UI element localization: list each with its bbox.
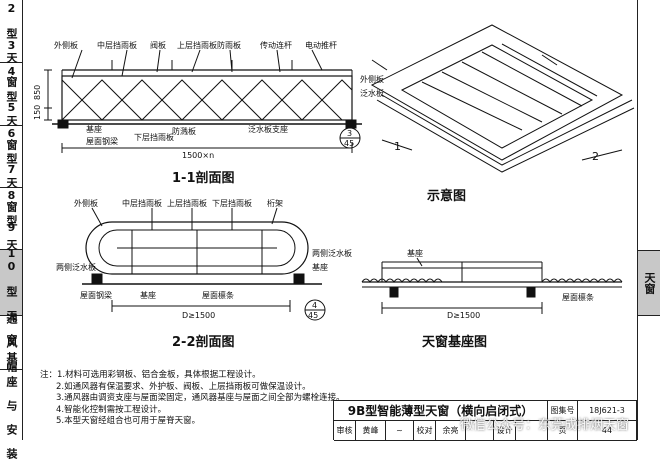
tab-label: 7 8 型 天 窗 xyxy=(5,163,18,274)
label-roof-beam: 屋面钢梁 xyxy=(86,136,118,146)
title-base-drawing: 天窗基座图 xyxy=(422,334,487,350)
review-signature: ~ xyxy=(386,421,414,441)
label-22-outer: 外侧板 xyxy=(74,198,98,208)
label-22-lower: 下层挡雨板 xyxy=(212,198,252,208)
schematic-isometric xyxy=(370,24,635,173)
label-22-side-flash: 两侧泛水板 xyxy=(56,262,96,272)
drawing-title: 9B型智能薄型天窗（横向启闭式） xyxy=(334,401,548,421)
callout-22-bottom: 45 xyxy=(308,311,318,320)
right-tab-strip: 天窗 xyxy=(637,0,660,440)
label-22-base-left: 基座 xyxy=(140,290,156,300)
callout-top-3: 3 xyxy=(347,129,352,138)
note-5: 5.本型天窗经组合也可用于屋脊天窗。 xyxy=(56,416,201,426)
label-motor-actuator: 电动推杆 xyxy=(305,40,337,50)
dim-150: 150 xyxy=(33,105,42,120)
section-1-1 xyxy=(44,49,362,153)
tab-label: 5 6 型 天 窗 xyxy=(5,101,18,212)
label-base: 基座 xyxy=(86,124,102,134)
note-2: 2.如通风器有保温要求、外护板、阀板、上层挡雨板可做保温设计。 xyxy=(56,381,311,392)
watermark-text: 微信公众号：东莞成排烟天窗 xyxy=(460,418,630,433)
label-base-roof-purlin: 屋面檩条 xyxy=(562,292,594,302)
design-notes: 注：1.材料可选用彩钢板、铝合金板，具体根据工程设计。 2.如通风器有保温要求、… xyxy=(40,370,345,428)
note-4: 4.智能化控制需按工程设计。 xyxy=(56,404,167,415)
label-splash-panel: 防溅板 xyxy=(172,126,196,136)
schematic-mark-2: 2 xyxy=(592,150,599,163)
tab-type-9-10[interactable]: 9 10 型 天 窗 xyxy=(0,221,22,345)
title-block: 9B型智能薄型天窗（横向启闭式） 图集号 18J621-3 审核 黄峰 ~ 校对… xyxy=(333,400,638,441)
tab-type-3-4[interactable]: 3 4 型 天 窗 xyxy=(0,39,22,150)
title-schematic: 示意图 xyxy=(427,188,466,204)
note-1: 注：1.材料可选用彩钢板、铝合金板，具体根据工程设计。 xyxy=(40,370,261,380)
label-22-mid: 中层挡雨板 xyxy=(122,198,162,208)
dim-base-span: D≥1500 xyxy=(447,311,480,320)
tab-type-7-8[interactable]: 7 8 型 天 窗 xyxy=(0,163,22,274)
tab-type-1-2[interactable]: 1 2 型 天 窗 xyxy=(0,0,22,87)
callout-bottom-45: 45 xyxy=(344,139,354,148)
label-22-upper: 上层挡雨板 xyxy=(167,198,207,208)
note-3: 3.通风器由调资支座与屋面梁固定，通风器基座与屋面之间全部为螺栓连接。 xyxy=(56,393,345,403)
review-name: 黄峰 xyxy=(356,421,386,441)
title-section-2-2: 2-2剖面图 xyxy=(172,334,235,350)
dim-22-span: D≥1500 xyxy=(182,311,215,320)
tab-label: 通 风 帽 xyxy=(5,313,18,372)
label-upper-baffle: 上层挡雨板 xyxy=(177,40,217,50)
tab-label: 基 座 与 安 装 xyxy=(5,351,18,459)
label-22-beam: 屋面钢梁 xyxy=(80,290,112,300)
label-drive-rod: 传动连杆 xyxy=(260,40,292,50)
tab-label: 天窗 xyxy=(643,272,656,294)
label-flashing-support: 泛水板支座 xyxy=(248,124,288,134)
label-mid-baffle: 中层挡雨板 xyxy=(97,40,137,50)
right-tab-skylight[interactable]: 天窗 xyxy=(638,250,660,316)
label-valve: 阀板 xyxy=(150,40,166,50)
atlas-label: 图集号 xyxy=(548,401,578,421)
dim-span-1500n: 1500×n xyxy=(182,151,214,160)
tab-label: 9 10 型 天 窗 xyxy=(5,220,18,345)
tab-base-install[interactable]: 基 座 与 安 装 xyxy=(0,352,22,459)
label-22-base: 基座 xyxy=(312,262,328,272)
callout-22-top: 4 xyxy=(312,301,317,310)
section-2-2 xyxy=(82,207,326,321)
label-22-frame: 桁架 xyxy=(267,198,283,208)
review-label: 审核 xyxy=(334,421,356,441)
label-outer-panel-2: 外侧板 xyxy=(360,74,384,84)
dim-850: 850 xyxy=(33,85,42,100)
schematic-mark-1: 1 xyxy=(394,140,401,153)
label-lower-baffle: 下层挡雨板 xyxy=(134,132,174,142)
tab-type-5-6[interactable]: 5 6 型 天 窗 xyxy=(0,101,22,212)
drawing-sheet: 外侧板 中层挡雨板 阀板 上层挡雨板 防雨板 传动连杆 电动推杆 外侧板 泛水板… xyxy=(33,24,635,350)
label-22-roof-purlin: 屋面檩条 xyxy=(202,290,234,300)
label-flashing: 泛水板 xyxy=(360,88,384,98)
tab-label: 1 2 型 天 窗 xyxy=(5,0,18,87)
atlas-number: 18J621-3 xyxy=(578,401,637,421)
check-label: 校对 xyxy=(414,421,436,441)
chapter-sidebar: 1 2 型 天 窗 3 4 型 天 窗 5 6 型 天 窗 7 8 型 天 窗 … xyxy=(0,0,23,459)
tab-label: 3 4 型 天 窗 xyxy=(5,38,18,150)
label-rain-panel: 防雨板 xyxy=(217,40,241,50)
title-section-1-1: 1-1剖面图 xyxy=(172,170,235,186)
label-22-side-flash-2: 两侧泛水板 xyxy=(312,248,352,258)
base-drawing xyxy=(361,257,623,314)
label-base-base: 基座 xyxy=(407,248,423,258)
label-outer-panel: 外侧板 xyxy=(54,40,78,50)
tab-ventilator-cap[interactable]: 通 风 帽 xyxy=(0,313,22,372)
